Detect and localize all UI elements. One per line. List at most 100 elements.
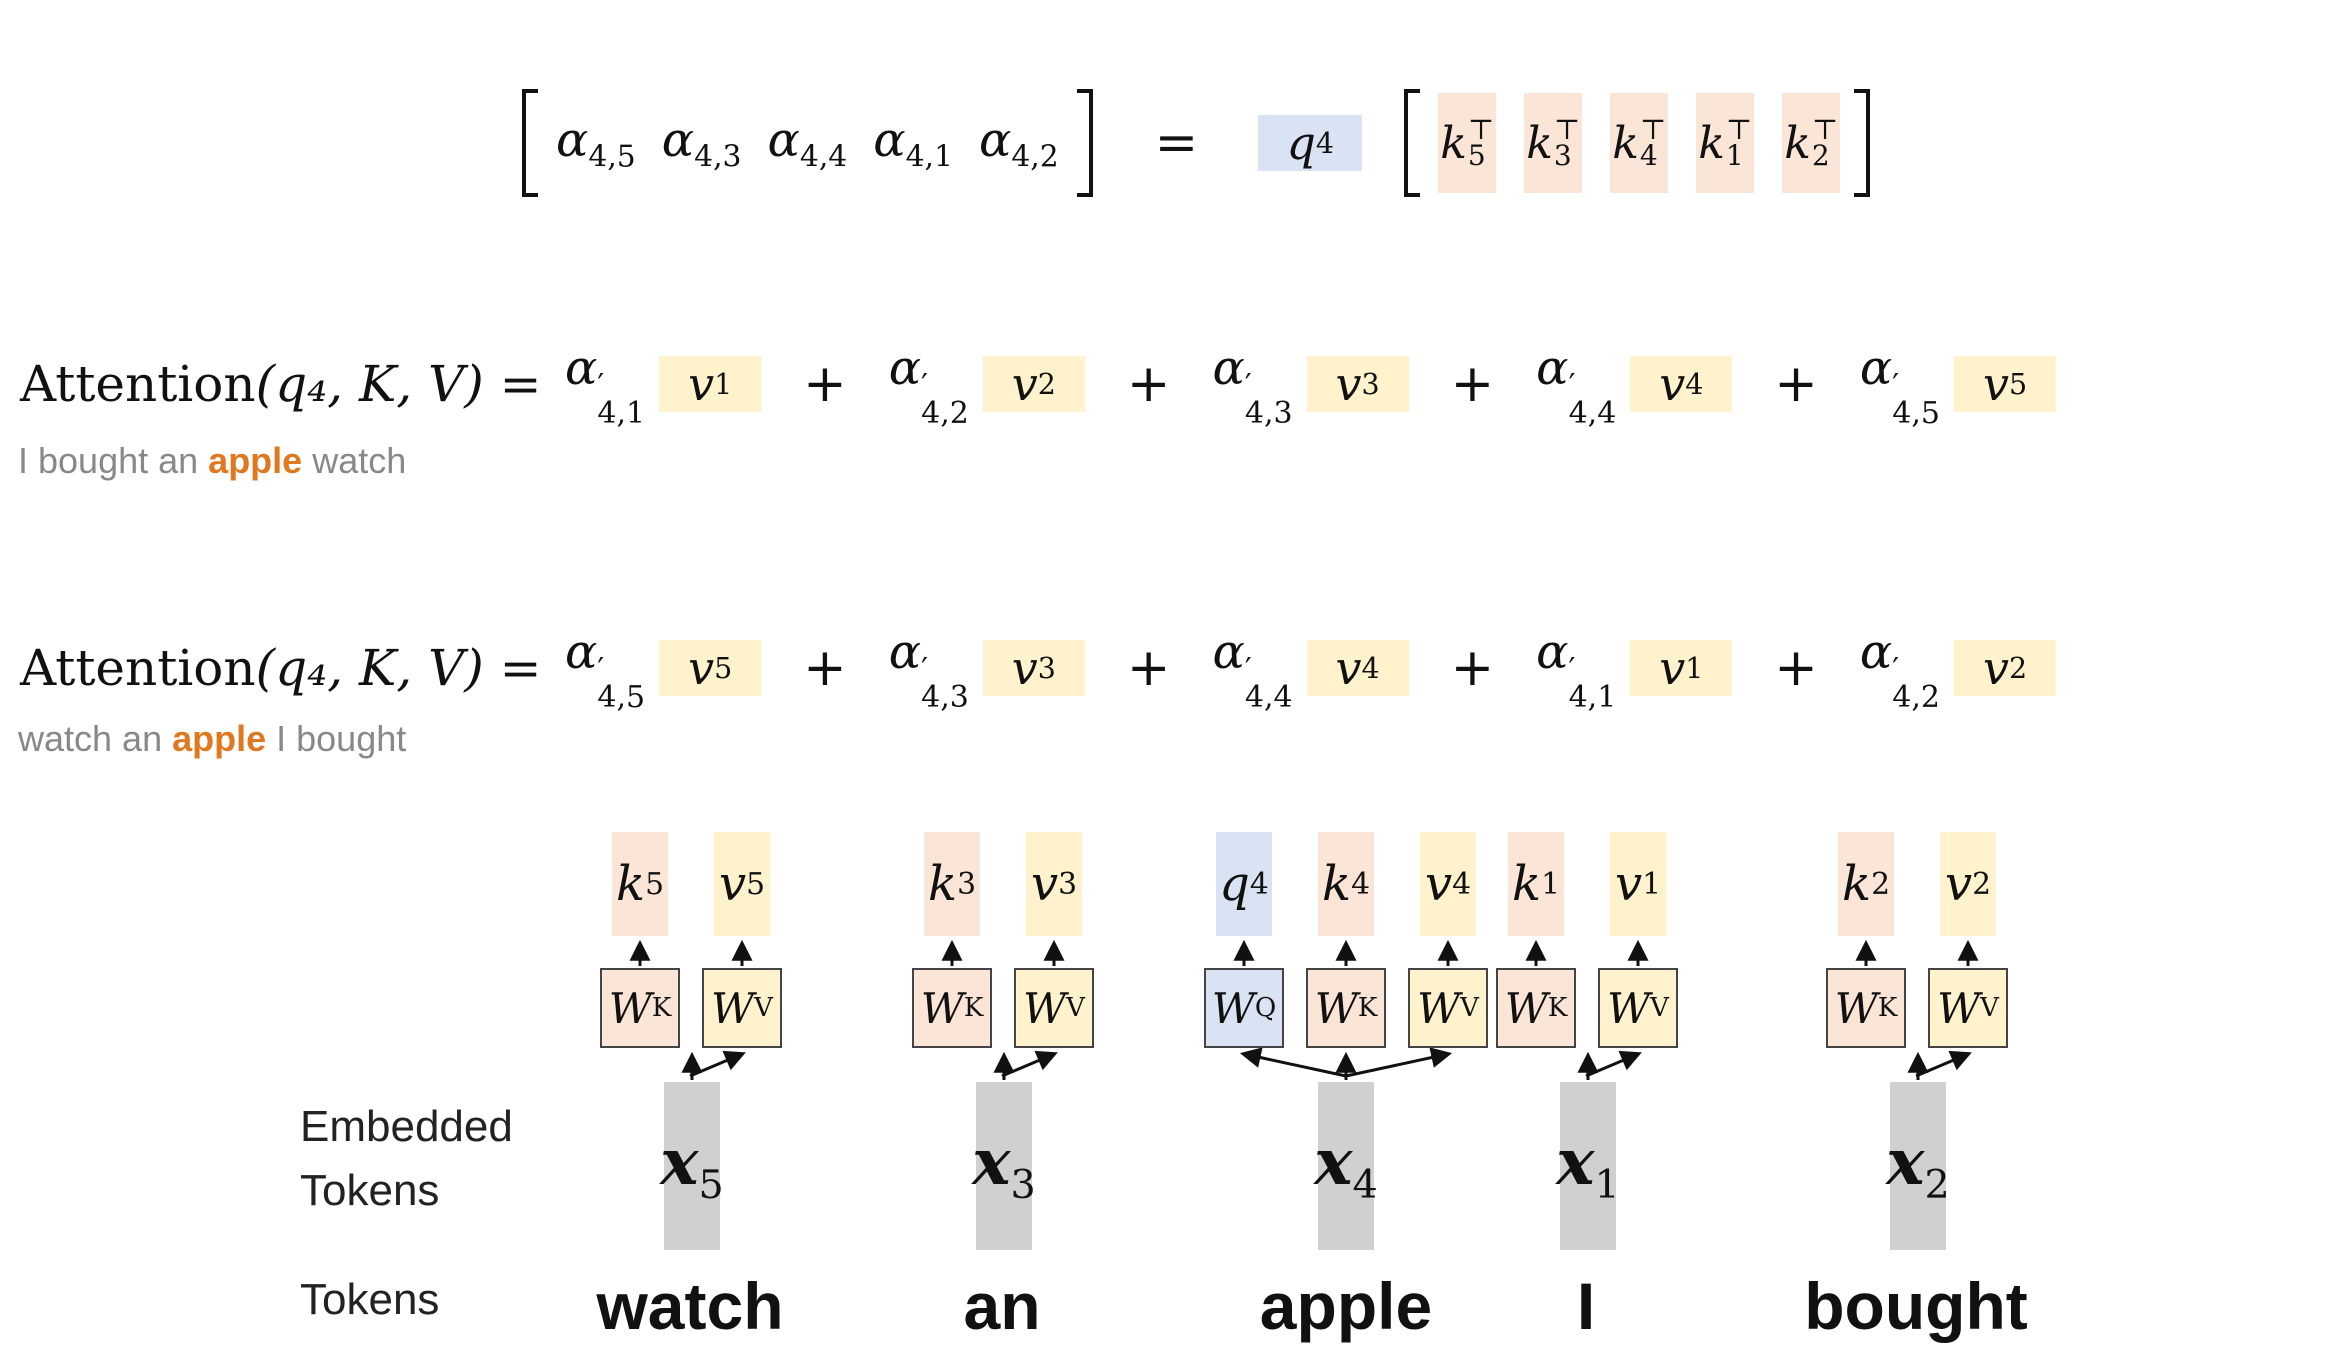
q-subscript: 4	[1249, 866, 1269, 902]
embedded-token-4: x4	[1314, 1082, 1378, 1250]
token-word: an	[963, 1269, 1041, 1343]
value-subscript: 2	[1037, 367, 1056, 401]
key-subscript: 3	[1553, 139, 1572, 172]
alpha-prime: α′4,5	[1859, 340, 1941, 431]
value-subscript: 3	[1361, 367, 1380, 401]
plus-sign: +	[1450, 638, 1495, 698]
alpha-prime: α′4,3	[888, 624, 969, 715]
alpha-subscript: 4,2	[1892, 679, 1941, 715]
alpha-scripts: ′4,3	[921, 651, 969, 712]
prime-mark: ′	[1892, 651, 1900, 687]
embedded-token-5: x5	[660, 1082, 724, 1250]
plus-sign: +	[803, 638, 847, 698]
key-scripts: ⊤1	[1725, 113, 1753, 170]
v-subscript: 2	[1972, 866, 1992, 902]
prime-mark: ′	[1568, 651, 1576, 687]
alpha-prime: α′4,4	[1212, 624, 1293, 715]
weight-superscript: K	[963, 993, 984, 1023]
v-subscript: 1	[1642, 866, 1662, 902]
alpha-subscript: 4,1	[905, 139, 953, 175]
weight-superscript: V	[1980, 993, 1999, 1023]
alpha-subscript: 4,3	[694, 139, 742, 175]
v-subscript: 4	[1452, 866, 1472, 902]
alpha-entry: α4,2	[978, 111, 1059, 175]
weight-superscript: K	[651, 993, 672, 1023]
key-scripts: ⊤4	[1639, 116, 1666, 172]
weight-superscript: K	[1357, 993, 1378, 1023]
key-transpose-box: k⊤2	[1782, 93, 1841, 193]
value-subscript: 3	[1037, 651, 1056, 685]
embedding-subscript: 4	[1352, 1161, 1378, 1208]
sentence-caption-1: I bought an apple watch	[18, 440, 407, 481]
prime-mark: ′	[921, 651, 928, 687]
token-word: watch	[596, 1269, 784, 1343]
alpha-subscript: 4,4	[799, 139, 848, 175]
alpha-scripts: ′4,5	[1892, 367, 1940, 428]
key-transpose-box: k⊤3	[1524, 93, 1583, 193]
v-subscript: 3	[1058, 866, 1078, 902]
alpha-prime: α′4,2	[1859, 624, 1941, 715]
key-subscript: 5	[1467, 139, 1486, 172]
transpose-mark: ⊤	[1467, 113, 1495, 146]
embedding-symbol: x4	[1314, 1124, 1378, 1208]
embedded-token-3: x3	[972, 1082, 1036, 1250]
weight-superscript: V	[1066, 993, 1085, 1023]
alpha-subscript: 4,5	[597, 679, 646, 715]
k-subscript: 1	[1541, 866, 1561, 902]
embedding-symbol: x1	[1556, 1124, 1620, 1208]
alpha-subscript: 4,5	[588, 139, 636, 175]
token-word: bought	[1804, 1269, 2028, 1343]
right-bracket-k	[1854, 89, 1871, 197]
prime-mark: ′	[1892, 367, 1900, 403]
alpha-entry: α4,5	[556, 111, 636, 175]
prime-mark: ′	[1244, 367, 1252, 403]
left-bracket-k	[1404, 89, 1421, 197]
alpha-scripts: ′4,2	[921, 370, 969, 428]
key-subscript: 4	[1639, 139, 1658, 172]
alpha-scripts: ′4,4	[1245, 654, 1293, 712]
transpose-mark: ⊤	[1725, 113, 1753, 146]
alpha-subscript: 4,1	[597, 395, 646, 431]
right-bracket	[1076, 89, 1093, 197]
alpha-subscript: 4,2	[1011, 139, 1059, 175]
prime-mark: ′	[1568, 367, 1576, 403]
k-subscript: 3	[957, 866, 977, 902]
attention-lhs: Attention(q₄, K, V) =	[20, 355, 542, 413]
key-transpose-box: k⊤1	[1696, 93, 1755, 193]
embedding-subscript: 5	[698, 1161, 724, 1208]
embedding-symbol: x2	[1886, 1124, 1950, 1208]
alpha-subscript: 4,3	[1244, 395, 1293, 431]
alpha-scripts: ′4,3	[1244, 367, 1293, 431]
value-subscript: 1	[714, 367, 733, 401]
key-scripts: ⊤2	[1811, 113, 1839, 170]
transpose-mark: ⊤	[1811, 113, 1839, 146]
weight-superscript: K	[1877, 993, 1898, 1023]
alpha-prime: α′4,5	[565, 624, 646, 715]
plus-sign: +	[1126, 354, 1171, 414]
weight-superscript: K	[1547, 993, 1568, 1023]
arrow	[1239, 1047, 1347, 1078]
